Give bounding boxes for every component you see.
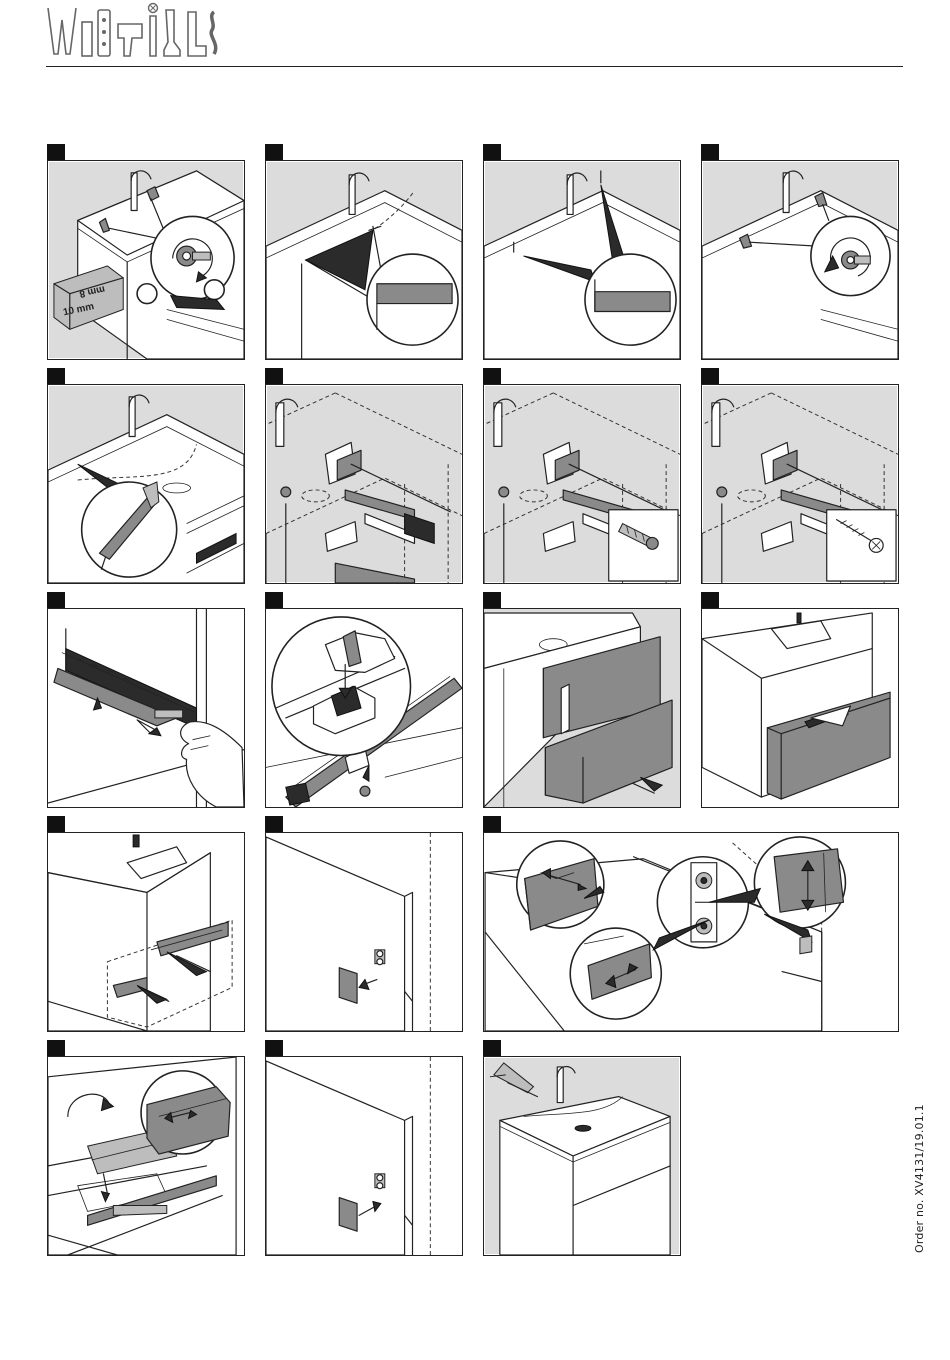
step-panel-15 [483,832,899,1032]
step-number-17 [265,1040,283,1056]
tools-logo-icon [48,4,216,57]
tools-logo [46,2,228,60]
step-number-15 [483,816,501,832]
step-number-9 [47,592,65,608]
step-panel-13 [47,832,245,1032]
step-panel-5 [47,384,245,584]
order-number: Order no. XV4131/19.01.1 [913,1104,926,1253]
step-number-1 [47,144,65,160]
step-number-6 [265,368,283,384]
step-panel-2 [265,160,463,360]
step-panel-11 [483,608,681,808]
step-panel-14 [265,832,463,1032]
step-panel-3 [483,160,681,360]
step-panel-6 [265,384,463,584]
step-panel-12 [701,608,899,808]
step-panel-9 [47,608,245,808]
step-number-8 [701,368,719,384]
step-panel-8 [701,384,899,584]
step-number-13 [47,816,65,832]
step-panel-7 [483,384,681,584]
step-number-7 [483,368,501,384]
step-number-2 [265,144,283,160]
step-number-11 [483,592,501,608]
step-number-18 [483,1040,501,1056]
step-panel-17 [265,1056,463,1256]
step-panel-16 [47,1056,245,1256]
step-number-5 [47,368,65,384]
step-number-16 [47,1040,65,1056]
step-number-14 [265,816,283,832]
step-panel-4 [701,160,899,360]
step-number-12 [701,592,719,608]
header-divider [46,66,903,67]
step-number-3 [483,144,501,160]
step-panel-10 [265,608,463,808]
step-number-10 [265,592,283,608]
step-number-4 [701,144,719,160]
step-panel-18 [483,1056,681,1256]
step-panel-1: 10 mm mm 8 [47,160,245,360]
